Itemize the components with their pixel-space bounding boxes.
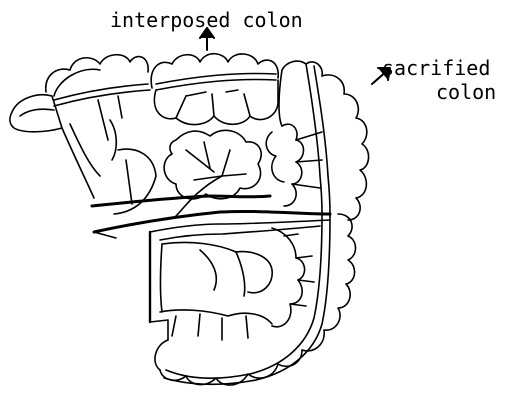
mesentery-vessels [114, 130, 261, 216]
lower-bowel-loops [150, 228, 314, 340]
sacrificed-colon [266, 61, 368, 220]
sacrificed-colon-label-line2: colon [436, 82, 496, 102]
sacrificed-colon-label-line1: sacrified [382, 58, 490, 78]
interposed-colon-label: interposed colon [110, 10, 303, 30]
label-arrows [200, 28, 390, 84]
descending-colon [155, 214, 356, 385]
